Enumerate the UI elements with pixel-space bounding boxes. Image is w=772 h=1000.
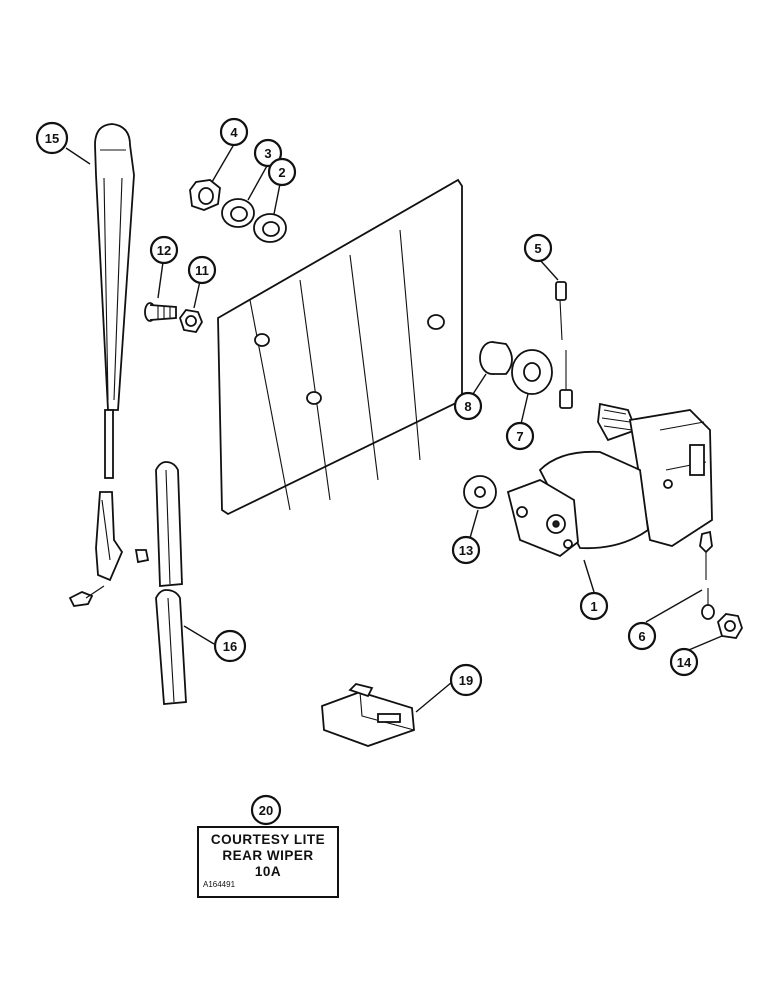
washer-2 [253,213,287,243]
callout-1: 1 [579,591,609,621]
callout-16: 16 [213,629,247,663]
callout-11: 11 [187,255,217,285]
callout-2: 2 [267,157,297,187]
svg-text:8: 8 [464,399,471,414]
wiper-arm [68,123,150,607]
svg-text:5: 5 [534,241,541,256]
svg-text:19: 19 [459,673,473,688]
spacer-8 [479,341,513,375]
nut-11 [178,309,204,333]
decal-label: COURTESY LITE REAR WIPER 10A A164491 [197,826,339,898]
callout-3: 3 [253,138,283,168]
wiper-blade-upper [155,461,183,587]
svg-text:1: 1 [590,599,597,614]
nut-4 [189,179,221,211]
svg-text:15: 15 [45,131,59,146]
washer-13 [463,475,497,509]
wiper-motor [506,402,713,558]
callout-7: 7 [505,421,535,451]
svg-text:20: 20 [259,803,273,818]
washer-3 [221,198,255,228]
svg-text:13: 13 [459,543,473,558]
callout-13: 13 [451,535,481,565]
nut-14 [716,613,743,639]
callout-8: 8 [453,391,483,421]
svg-text:16: 16 [223,639,237,654]
callout-19: 19 [449,663,483,697]
decal-line-3: 10A [254,864,282,879]
ground-wire-6 [699,530,715,620]
svg-text:12: 12 [157,243,171,258]
svg-text:2: 2 [278,165,285,180]
svg-text:7: 7 [516,429,523,444]
svg-text:3: 3 [264,146,271,161]
callout-14: 14 [669,647,699,677]
svg-text:6: 6 [638,629,645,644]
svg-text:11: 11 [195,263,209,278]
wiper-blade-lower [155,589,187,705]
callout-5: 5 [523,233,553,263]
decal-line-2: REAR WIPER [222,848,314,863]
callout-20: 20 [250,794,282,826]
callout-6: 6 [627,621,657,651]
decal-line-1: COURTESY LITE [210,832,326,847]
callout-4: 4 [219,117,249,147]
callout-12: 12 [149,235,179,265]
drawing-code: A164491 [203,880,236,889]
washer-7 [511,349,553,395]
callout-15: 15 [35,121,69,155]
svg-text:14: 14 [677,655,692,670]
wire-connector-5 [555,281,573,409]
svg-text:4: 4 [230,125,238,140]
fuse-19 [321,683,415,747]
rear-window-glass [217,178,463,516]
bolt-12 [144,302,177,322]
